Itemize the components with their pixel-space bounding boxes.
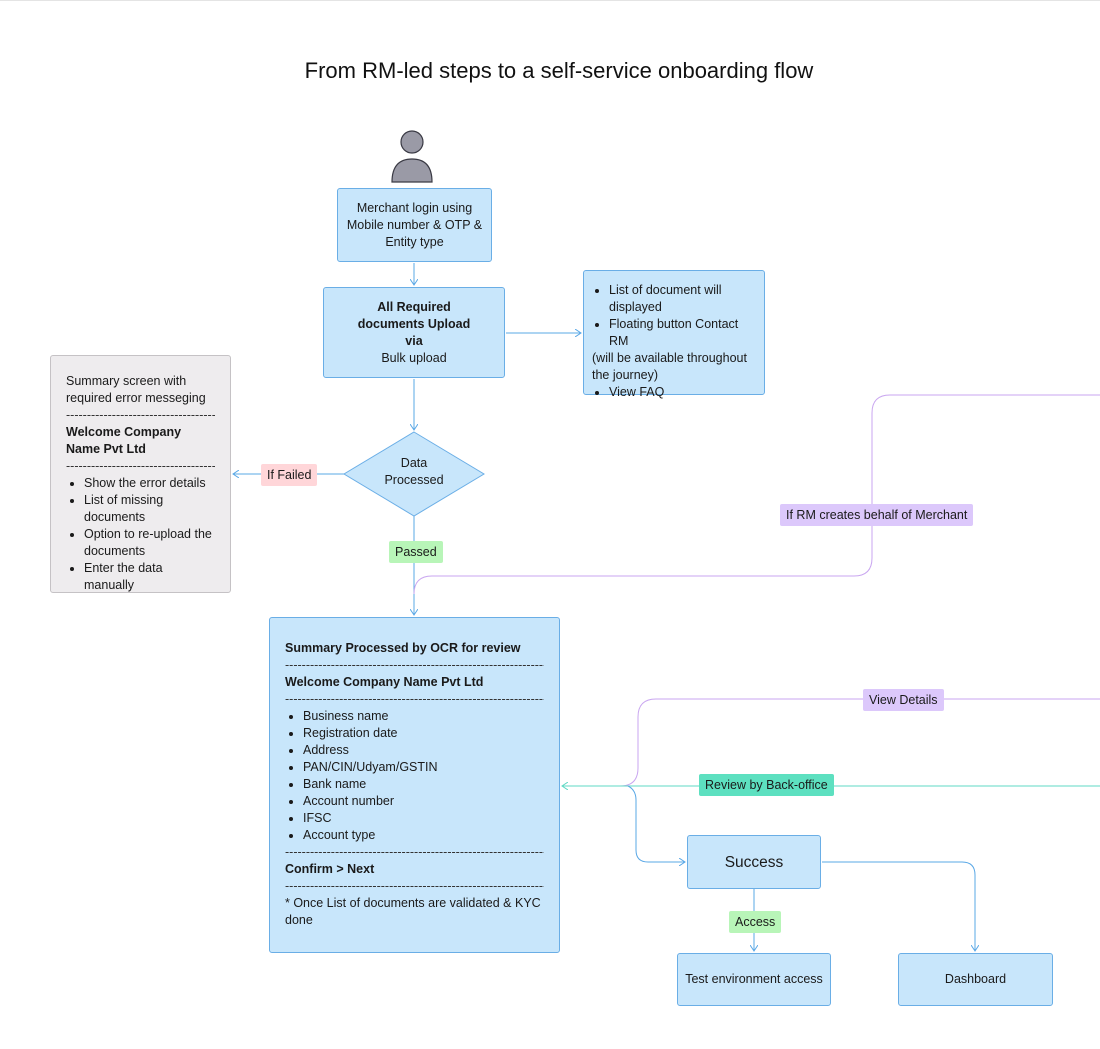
review-backoffice-label: Review by Back-office (699, 774, 834, 796)
divider: ----------------------------------------… (66, 459, 215, 473)
doclist-note: (will be available throughout the journe… (592, 351, 747, 382)
ocr-summary-heading: Summary Processed by OCR for review (285, 641, 521, 655)
summary-field: PAN/CIN/Udyam/GSTIN (303, 759, 544, 776)
welcome-company-name: Welcome Company Name Pvt Ltd (285, 675, 484, 689)
access-label: Access (729, 911, 782, 933)
top-divider (0, 0, 1100, 1)
summary-field: Account type (303, 827, 544, 844)
success-label: Success (724, 853, 784, 871)
welcome-company-name: Welcome Company Name Pvt Ltd (66, 425, 182, 456)
kyc-note: * Once List of documents are validated &… (285, 896, 541, 927)
login-line-1: Merchant login using (356, 200, 473, 215)
doclist-item: View FAQ (609, 384, 756, 401)
upload-line-2: documents Upload (357, 316, 471, 331)
divider: ----------------------------------------… (66, 408, 215, 422)
summary-field: Bank name (303, 776, 544, 793)
summary-field: Business name (303, 708, 544, 725)
confirm-next-text: Confirm > Next (285, 862, 375, 876)
summary-field: Registration date (303, 725, 544, 742)
rm-connector (413, 394, 1100, 595)
error-list-item: Show the error details (84, 475, 215, 492)
if-failed-label: If Failed (261, 464, 318, 486)
error-list-item: List of missing documents (84, 492, 215, 526)
divider: ----------------------------------------… (285, 879, 544, 893)
decision-line-1: Data (400, 456, 428, 470)
decision-label: Data Processed (344, 455, 484, 489)
merchant-user-icon (391, 130, 433, 183)
doclist-item: Floating button Contact RM (609, 316, 756, 350)
doclist-item: List of document will displayed (609, 282, 756, 316)
passed-label: Passed (389, 541, 443, 563)
merchant-login-box: Merchant login using Mobile number & OTP… (337, 188, 492, 262)
upload-line-1: All Required (377, 299, 451, 314)
login-line-2: Mobile number & OTP & (346, 217, 483, 232)
documents-upload-box: All Required documents Upload via Bulk u… (323, 287, 505, 378)
dashboard-label: Dashboard (944, 972, 1007, 986)
diagram-title: From RM-led steps to a self-service onbo… (304, 58, 814, 83)
upload-line-4: Bulk upload (381, 350, 447, 365)
test-environment-box: Test environment access (677, 953, 831, 1006)
success-box: Success (687, 835, 821, 889)
divider: ----------------------------------------… (285, 845, 544, 859)
divider: ----------------------------------------… (285, 658, 544, 672)
test-environment-label: Test environment access (685, 972, 823, 986)
arrow-success-to-dashboard (822, 861, 975, 951)
divider: ----------------------------------------… (285, 692, 544, 706)
rm-creates-label: If RM creates behalf of Merchant (780, 504, 974, 526)
view-details-connector (619, 698, 1100, 787)
login-line-3: Entity type (385, 234, 444, 249)
document-list-box: List of document will displayed Floating… (583, 270, 765, 399)
decision-line-2: Processed (384, 473, 444, 487)
error-summary-box: Summary screen with required error messe… (50, 355, 231, 593)
dashboard-box: Dashboard (898, 953, 1053, 1006)
error-list-item: Option to re-upload the documents (84, 526, 215, 560)
arrow-to-success (627, 785, 685, 862)
summary-field: Address (303, 742, 544, 759)
summary-field: IFSC (303, 810, 544, 827)
summary-field: Account number (303, 793, 544, 810)
upload-line-3: via (405, 333, 423, 348)
ocr-summary-box: Summary Processed by OCR for review ----… (269, 617, 560, 953)
view-details-label: View Details (863, 689, 944, 711)
error-list-item: Enter the data manually (84, 560, 215, 594)
error-summary-heading: Summary screen with required error messe… (66, 374, 206, 405)
